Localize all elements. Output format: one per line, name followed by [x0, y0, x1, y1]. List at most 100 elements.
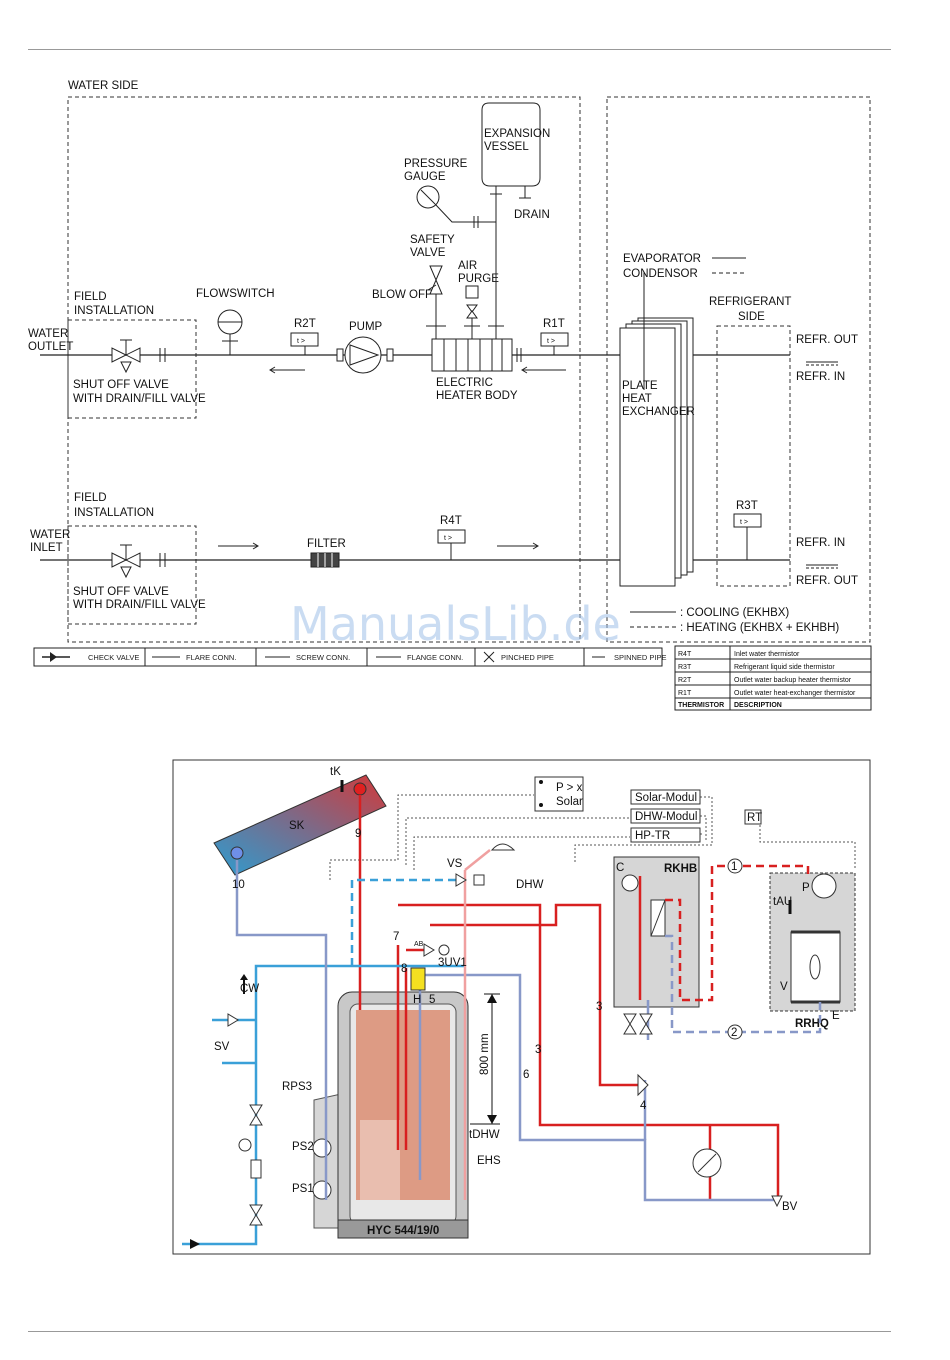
top-hydraulic-diagram: WATER SIDE WATER OUTLET WATER INL [28, 80, 872, 711]
hp-tr-label: HP-TR [635, 830, 670, 842]
expansion-vessel [481, 102, 541, 339]
uv1-label: 3UV1 [438, 957, 467, 969]
legend-screw: SCREW CONN. [296, 653, 350, 662]
electric-heater-2: HEATER BODY [436, 390, 518, 402]
refrigerant-side-1: REFRIGERANT [709, 296, 791, 308]
bottom-system-diagram: SK tK P > x Solar Solar-Modul DHW-Modul … [172, 759, 871, 1255]
tt-r2t-desc: Outlet water backup heater thermistor [734, 677, 852, 684]
plate-heat-exchanger [619, 272, 694, 587]
expansion-vessel-1: EXPANSION [484, 128, 550, 140]
dhw-label: DHW [516, 879, 544, 891]
ps2-label: PS2 [292, 1141, 314, 1153]
hot-pipes [358, 795, 780, 1200]
dhw-pipe [463, 849, 491, 1200]
control-wiring [329, 794, 856, 880]
refr-out-bottom: REFR. OUT [796, 575, 858, 587]
vs-valve [455, 873, 467, 887]
water-inlet-label-2: INLET [30, 542, 63, 554]
heating-label: : HEATING (EKHBX + EKHBH) [680, 622, 839, 634]
p-solar-2: Solar [556, 796, 583, 808]
rkhb-pump [621, 874, 639, 892]
num-3b: 3 [535, 1044, 541, 1056]
v-label: V [780, 981, 788, 993]
p-label: P [802, 882, 810, 894]
c-label: C [616, 862, 624, 874]
sv-label: SV [214, 1041, 230, 1053]
num-5: 5 [429, 994, 435, 1006]
r2t-label: R2T [294, 318, 316, 330]
phe-2: HEAT [622, 393, 652, 405]
ab-label: AB [414, 941, 424, 948]
r1t-label: R1T [543, 318, 565, 330]
dhw-modul-label: DHW-Modul [635, 811, 697, 823]
refrigerant-side-frame [716, 325, 791, 587]
shut-off-1b: WITH DRAIN/FILL VALVE [73, 393, 206, 405]
tt-r1t: R1T [678, 690, 692, 697]
legend-flare: FLARE CONN. [186, 653, 236, 662]
rt-box [744, 809, 762, 825]
h-label: H [413, 994, 421, 1006]
legend-spinned: SPINNED PIPE [614, 653, 667, 662]
tt-header-thermistor: THERMISTOR [678, 702, 724, 709]
solar-controller [534, 776, 584, 812]
shut-off-valve-inlet [111, 544, 166, 579]
num-4: 4 [640, 1100, 647, 1112]
bottom-rule [28, 1331, 891, 1332]
num-2: 2 [731, 1027, 737, 1039]
field-installation-frame-2 [67, 525, 197, 625]
ehs-label: EHS [477, 1155, 501, 1167]
phe-3: EXCHANGER [622, 406, 695, 418]
compressor-icon [811, 873, 837, 899]
e-label: E [832, 1010, 840, 1022]
watermark: ManualsLib.de [290, 597, 621, 651]
shut-off-2a: SHUT OFF VALVE [73, 586, 169, 598]
pump [336, 336, 394, 374]
num-3a: 3 [596, 1001, 602, 1013]
fan-icon [809, 954, 821, 980]
rps3-label: RPS3 [282, 1081, 312, 1093]
tau-label: tAU [773, 896, 792, 908]
ps1-label: PS1 [292, 1183, 314, 1195]
r3t-label: R3T [736, 500, 758, 512]
tk-label: tK [330, 766, 341, 778]
gauge-icon [238, 1138, 252, 1152]
num-6: 6 [523, 1069, 529, 1081]
return-pipes [235, 860, 778, 1202]
water-side-label: WATER SIDE [68, 80, 139, 92]
tdhw-label: tDHW [469, 1129, 500, 1141]
legend-check-valve: CHECK VALVE [88, 653, 139, 662]
hp-tr-box [630, 827, 701, 843]
tt-header-description: DESCRIPTION [734, 702, 782, 709]
expansion-vessel-2: VESSEL [484, 141, 529, 153]
filter [310, 552, 340, 568]
air-purge-2: PURGE [458, 273, 499, 285]
water-inlet-label-1: WATER [30, 529, 70, 541]
safety-valve-1: SAFETY [410, 234, 455, 246]
electric-heater-body [431, 338, 513, 372]
refr-in-bottom: REFR. IN [796, 537, 845, 549]
ps2-pump [312, 1138, 332, 1158]
800mm-label: 800 mm [479, 1033, 491, 1075]
refrigerant-frame [606, 96, 871, 643]
evaporator-fan-box [790, 931, 841, 1003]
sk-label: SK [289, 820, 305, 832]
air-purge [464, 285, 480, 339]
legend-flange: FLANGE CONN. [407, 653, 463, 662]
condensor-label: CONDENSOR [623, 268, 698, 280]
symbol-legend: CHECK VALVE FLARE CONN. SCREW CONN. FLAN… [33, 647, 667, 667]
pressure-gauge-2: GAUGE [404, 171, 446, 183]
field-installation-frame-1 [67, 319, 197, 419]
air-purge-1: AIR [458, 260, 477, 272]
solar-collector [213, 774, 387, 876]
tt-r4t-desc: Inlet water thermistor [734, 651, 800, 658]
solar-modul-label: Solar-Modul [635, 792, 697, 804]
phe-1: PLATE [622, 380, 658, 392]
tt-r3t-desc: Refrigerant liquid side thermistor [734, 664, 835, 671]
electric-heater-1: ELECTRIC [436, 377, 493, 389]
shower-icon [490, 843, 516, 851]
r3t-reading: t > [740, 519, 748, 526]
cw-label: CW [240, 983, 259, 995]
refrigerant-side-2: SIDE [738, 311, 765, 323]
tt-r1t-desc: Outlet water heat-exchanger thermistor [734, 690, 856, 697]
refr-out-top: REFR. OUT [796, 334, 858, 346]
